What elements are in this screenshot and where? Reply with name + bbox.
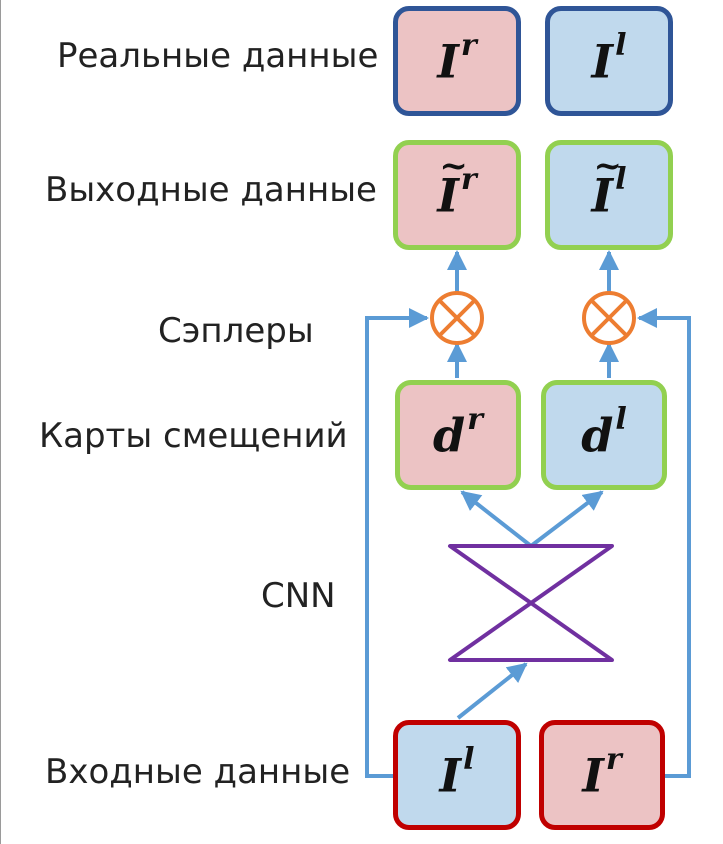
symbol-sup: l — [615, 162, 627, 198]
arrow-input-to-cnn — [456, 662, 528, 720]
symbol-base: I — [437, 168, 459, 223]
tilde-mark: ~ — [593, 146, 623, 187]
symbol-base: I — [439, 748, 462, 803]
sampler-left — [582, 291, 636, 345]
label-samplers: Сэплеры — [158, 311, 314, 351]
box-output-left-image: ~Il — [545, 140, 673, 250]
label-input-data: Входные данные — [45, 752, 351, 792]
symbol-base: d — [433, 408, 466, 463]
tilde-mark: ~ — [439, 146, 468, 187]
cnn-block — [448, 544, 614, 662]
symbol-sup: l — [615, 28, 627, 64]
symbol-sup: l — [463, 742, 475, 778]
arrow-input-left-to-sampler — [365, 308, 429, 778]
arrow-cnn-to-disp-left — [529, 490, 604, 548]
symbol-base: I — [582, 748, 604, 803]
symbol-sup: r — [467, 402, 483, 438]
arrow-cnn-to-disp-right — [460, 490, 533, 548]
box-output-right-image: ~Ir — [393, 140, 521, 250]
label-real-data: Реальные данные — [57, 36, 379, 76]
symbol-sup: r — [460, 28, 477, 64]
label-disparity-maps: Карты смещений — [39, 416, 348, 456]
box-input-right-image: Ir — [539, 720, 665, 830]
box-disparity-left: dl — [541, 380, 667, 490]
label-output-data: Выходные данные — [45, 170, 377, 210]
box-input-left-image: Il — [393, 720, 521, 830]
symbol-sup: r — [605, 742, 622, 778]
symbol-base: I — [591, 168, 614, 223]
box-real-right-image: Ir — [393, 6, 521, 116]
symbol-sup: l — [615, 402, 627, 438]
arrow-input-right-to-sampler — [637, 308, 691, 778]
symbol-base: I — [591, 34, 614, 89]
symbol-sup: r — [460, 162, 477, 198]
box-disparity-right: dr — [395, 380, 521, 490]
symbol-base: d — [581, 408, 614, 463]
box-real-left-image: Il — [545, 6, 673, 116]
sampler-right — [430, 291, 484, 345]
symbol-base: I — [437, 34, 459, 89]
label-cnn: CNN — [261, 576, 336, 616]
